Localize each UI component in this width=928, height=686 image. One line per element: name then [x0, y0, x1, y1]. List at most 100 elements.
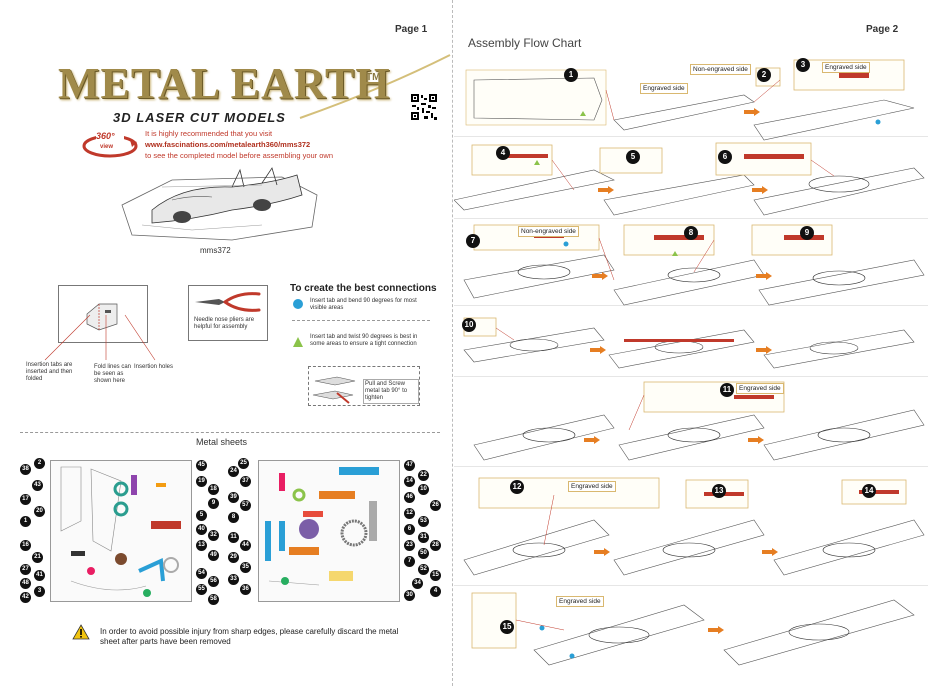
row-divider [454, 305, 928, 306]
part-number: 26 [430, 500, 441, 511]
brand-subtitle: 3D LASER CUT MODELS [113, 110, 286, 125]
part-number: 36 [240, 584, 251, 595]
part-number: 42 [20, 592, 31, 603]
pliers-box: Needle nose pliers are helpful for assem… [188, 285, 268, 341]
part-number: 11 [228, 532, 239, 543]
pliers-note: Needle nose pliers are helpful for assem… [194, 317, 255, 330]
non-engraved-side-label: Non-engraved side [518, 226, 579, 237]
warning-icon [72, 624, 90, 640]
step-10: 10 [462, 318, 476, 332]
connection-twist-note: Insert tab and twist 90 degrees is best … [310, 334, 418, 347]
part-number: 25 [238, 458, 249, 469]
flow-arrow-icon [708, 626, 724, 634]
engraved-side-label: Engraved side [736, 383, 784, 394]
row-divider [454, 466, 928, 467]
visit-url-link[interactable]: www.fascinations.com/metalearth360/mms37… [145, 140, 311, 149]
part-number: 8 [228, 512, 239, 523]
part-number: 14 [404, 476, 415, 487]
part-number: 1 [20, 516, 31, 527]
part-number: 5 [196, 510, 207, 521]
tab-fold-illustration [86, 303, 118, 331]
part-number: 52 [418, 564, 429, 575]
flow-arrow-icon [594, 548, 610, 556]
step-12: 12 [510, 480, 524, 494]
part-number: 16 [20, 540, 31, 551]
360-view-badge [82, 131, 138, 158]
part-number: 50 [418, 548, 429, 559]
engraved-side-label: Engraved side [640, 83, 688, 94]
part-number: 48 [20, 578, 31, 589]
insertion-holes-note: Insertion holes [134, 364, 174, 370]
page-1: Page 1 METAL EARTH TM 3D LASER CUT MODEL… [0, 0, 452, 686]
flow-arrow-icon [748, 436, 764, 444]
part-number: 49 [208, 550, 219, 561]
assembly-illustrations [454, 59, 925, 666]
step-13: 13 [712, 484, 726, 498]
connection-bend-note: Insert tab and bend 90 degrees for most … [310, 298, 417, 311]
page-2 [452, 0, 928, 686]
part-number: 7 [404, 556, 415, 567]
needle-nose-pliers-icon [195, 292, 261, 312]
flow-arrow-icon [752, 186, 768, 194]
connections-divider [292, 320, 430, 321]
twist-note: Pull and Screw metal tab 90° to tighten [363, 379, 419, 404]
row-divider [454, 376, 928, 377]
step-7: 7 [466, 234, 480, 248]
part-number: 29 [228, 552, 239, 563]
brand-logo: METAL EARTH TM [58, 62, 391, 106]
sheets-divider [20, 432, 440, 433]
flow-arrow-icon [590, 346, 606, 354]
part-number: 12 [404, 508, 415, 519]
flow-arrow-icon [756, 346, 772, 354]
part-number: 10 [418, 484, 429, 495]
twist-demo-box: Pull and Screw metal tab 90° to tighten [308, 366, 420, 406]
visit-line-1: It is highly recommended that you visit [145, 129, 273, 138]
flow-arrow-icon [762, 548, 778, 556]
visit-instructions: It is highly recommended that you visit … [145, 128, 333, 161]
part-number: 46 [404, 492, 415, 503]
badge-360-text: 360° [96, 131, 115, 141]
part-number: 39 [228, 492, 239, 503]
part-number: 9 [208, 498, 219, 509]
trademark: TM [366, 72, 381, 83]
metal-sheet-1 [50, 460, 192, 602]
fold-lines-note: Fold lines can be seen as shown here [94, 364, 132, 384]
model-code: mms372 [200, 246, 231, 255]
part-number: 18 [208, 484, 219, 495]
blue-dot-icon [293, 299, 303, 309]
part-number: 34 [412, 578, 423, 589]
decorative-gold-swoosh [299, 54, 451, 119]
step-4: 4 [496, 146, 510, 160]
part-number: 2 [34, 458, 45, 469]
sheets-title: Metal sheets [196, 437, 248, 447]
step-5: 5 [626, 150, 640, 164]
part-number: 23 [404, 540, 415, 551]
insertion-tabs-note: Insertion tabs are inserted and then fol… [26, 362, 73, 382]
part-number: 35 [240, 562, 251, 573]
part-number: 45 [196, 460, 207, 471]
row-divider [454, 136, 928, 137]
part-number: 13 [196, 540, 207, 551]
connections-title: To create the best connections [290, 283, 437, 294]
part-number: 58 [208, 594, 219, 605]
non-engraved-side-label: Non-engraved side [690, 64, 751, 75]
part-number: 57 [240, 500, 251, 511]
part-number: 54 [196, 568, 207, 579]
step-11: 11 [720, 383, 734, 397]
part-number: 3 [34, 586, 45, 597]
badge-view-text: view [100, 144, 114, 150]
part-number: 4 [430, 586, 441, 597]
green-triangle-icon [293, 337, 303, 347]
batmobile-model-illustration [121, 167, 318, 241]
page-number: Page 2 [866, 24, 899, 35]
engraved-side-label: Engraved side [556, 596, 604, 607]
part-number: 56 [208, 576, 219, 587]
part-number: 21 [32, 552, 43, 563]
part-number: 44 [240, 540, 251, 551]
metal-sheet-2-parts [265, 467, 379, 586]
part-number: 55 [196, 584, 207, 595]
engraved-side-label: Engraved side [568, 481, 616, 492]
part-number: 28 [430, 540, 441, 551]
brand-name: METAL EARTH [58, 59, 391, 108]
part-number: 53 [418, 516, 429, 527]
